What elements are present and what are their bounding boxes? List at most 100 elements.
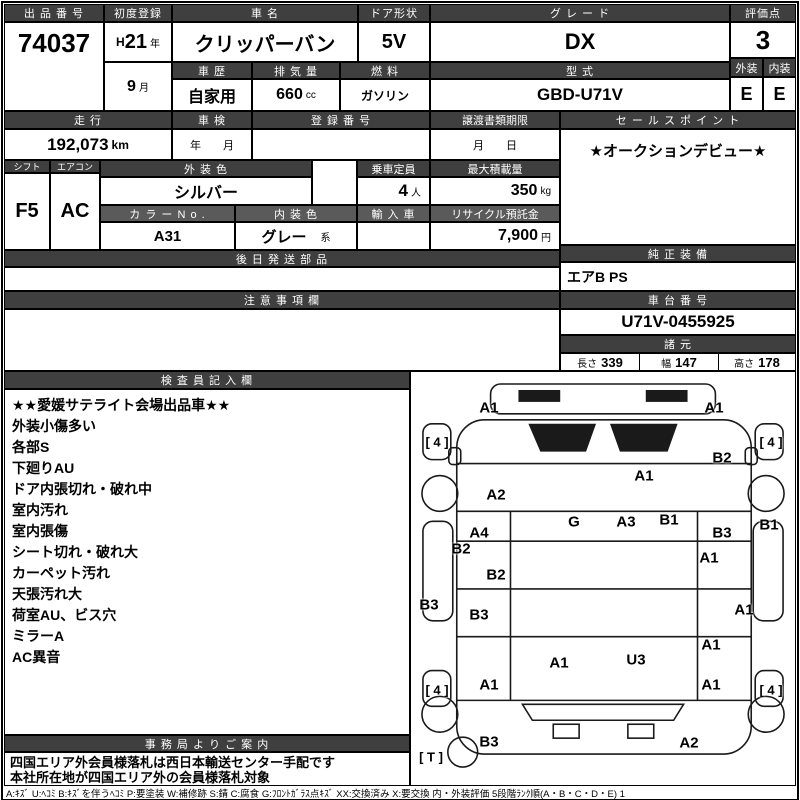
inspector-note-line: 外装小傷多い: [12, 418, 96, 434]
notes-value: [4, 309, 560, 371]
max-load-unit: kg: [540, 185, 551, 197]
dimension-width: 幅 147: [639, 353, 719, 371]
length-label: 長さ: [577, 358, 598, 370]
car-name-header: 車 名: [172, 4, 358, 22]
damage-marker: B2: [712, 449, 732, 467]
year-suffix: 年: [149, 38, 160, 50]
height-value: 178: [758, 354, 780, 370]
damage-marker: A1: [734, 601, 754, 619]
office-notice-line: 四国エリア外会員様落札は西日本輸送センター手配です: [10, 755, 336, 770]
exterior-color-header: 外 装 色: [100, 160, 312, 177]
damage-marker: A1: [549, 654, 569, 672]
damage-marker: A1: [699, 549, 719, 567]
first-registration-year: H 21 年: [104, 22, 172, 62]
mileage-unit: km: [111, 137, 129, 152]
damage-code-legend: A:ｷｽﾞ U:ﾍｺﾐ B:ｷｽﾞを伴うﾍｺﾐ P:要塗装 W:補修跡 S:錆 …: [6, 788, 625, 800]
damage-marker: B1: [759, 516, 779, 534]
first-registration-month: 9 月: [104, 62, 172, 111]
fuel-value: ガソリン: [340, 79, 430, 111]
inspector-notes-header: 検 査 員 記 入 欄: [4, 371, 410, 389]
displacement-number: 660: [276, 86, 303, 103]
recycle-fee-unit: 円: [541, 232, 551, 244]
inspector-note-line: 下廻りAU: [12, 460, 75, 476]
exterior-grade-header: 外装: [730, 58, 763, 77]
damage-marker: [ 4 ]: [759, 682, 783, 698]
interior-color-value: グレー 系: [235, 222, 357, 250]
max-load-value: 350 kg: [430, 177, 560, 205]
capacity-unit: 人: [411, 187, 421, 199]
damage-marker: A1: [704, 399, 724, 417]
sales-point-value: ★オークションデビュー★: [560, 129, 796, 245]
reg-month: 9: [127, 77, 136, 95]
inspector-note-line: 室内張傷: [12, 523, 68, 539]
dimension-height: 高さ 178: [718, 353, 796, 371]
mileage-number: 192,073: [47, 134, 109, 154]
fuel-header: 燃 料: [340, 62, 430, 79]
mileage-header: 走 行: [4, 111, 172, 129]
office-notice-line: 本社所在地が四国エリア外の会員様落札対象: [10, 770, 271, 785]
damage-marker: A1: [479, 399, 499, 417]
transfer-deadline-header: 譲渡書類期限: [430, 111, 560, 129]
registration-number-value: [252, 129, 430, 160]
interior-color-name: グレー: [261, 228, 307, 246]
notes-header: 注 意 事 項 欄: [4, 291, 560, 309]
recycle-fee-header: リサイクル預託金: [430, 205, 560, 222]
exterior-grade-value: E: [730, 77, 763, 111]
damage-marker: B2: [486, 566, 506, 584]
inspector-note-line: 天張汚れ大: [12, 586, 82, 602]
damage-marker: A1: [701, 636, 721, 654]
displacement-unit: cc: [305, 89, 316, 101]
max-load-header: 最大積載量: [430, 160, 560, 177]
inspector-note-line: AC異音: [12, 649, 61, 665]
color-no-header: カ ラ ー N o .: [100, 205, 235, 222]
damage-marker: [ 4 ]: [759, 434, 783, 450]
import-header: 輸 入 車: [357, 205, 430, 222]
aircon-value: AC: [50, 173, 100, 250]
recycle-fee-number: 7,900: [497, 227, 538, 244]
lot-number-value: 74037: [4, 22, 104, 111]
interior-grade-value: E: [763, 77, 796, 111]
later-parts-header: 後 日 発 送 部 品: [4, 250, 560, 267]
inspector-notes-body: ★★愛媛サテライト会場出品車★★ 外装小傷多い 各部S 下廻りAU ドア内張切れ…: [4, 389, 410, 735]
model-code-header: 型 式: [430, 62, 730, 79]
damage-marker: G: [568, 513, 580, 531]
damage-marker: B3: [712, 524, 732, 542]
damage-marker: [ 4 ]: [425, 434, 449, 450]
history-value: 自家用: [172, 79, 252, 111]
damage-marker: B3: [479, 733, 499, 751]
displacement-header: 排 気 量: [252, 62, 340, 79]
model-code-value: GBD-U71V: [430, 79, 730, 111]
inspector-note-line: 各部S: [12, 439, 50, 455]
damage-marker: B2: [451, 540, 471, 558]
history-header: 車 歴: [172, 62, 252, 79]
car-name-value: クリッパーバン: [172, 22, 358, 62]
inspector-note-line: ミラーA: [12, 628, 65, 644]
damage-marker: A1: [479, 676, 499, 694]
damage-marker: B3: [469, 606, 489, 624]
shift-header: シフト: [4, 160, 50, 173]
recycle-fee-value: 7,900 円: [430, 222, 560, 250]
capacity-header: 乗車定員: [357, 160, 430, 177]
mileage-value: 192,073 km: [4, 129, 172, 160]
registration-number-header: 登 録 番 号: [252, 111, 430, 129]
damage-marker: A4: [469, 524, 489, 542]
chassis-number-value: U71V-0455925: [560, 309, 796, 335]
damage-marker: B3: [419, 596, 439, 614]
capacity-number: 4: [398, 181, 408, 200]
exterior-color-value: シルバー: [100, 177, 312, 205]
chassis-number-header: 車 台 番 号: [560, 291, 796, 309]
reg-year: 21: [124, 30, 147, 53]
inspector-note-line: 荷室AU、ビス穴: [12, 607, 117, 623]
damage-marker: U3: [626, 651, 646, 669]
shift-value: F5: [4, 173, 50, 250]
inspection-value: 年 月: [172, 129, 252, 160]
lot-number-header: 出 品 番 号: [4, 4, 104, 22]
equipment-header: 純 正 装 備: [560, 245, 796, 262]
inspector-note-line: シート切れ・破れ大: [12, 544, 138, 560]
damage-marker: A1: [701, 676, 721, 694]
damage-marker: A1: [634, 467, 654, 485]
inspector-note-line: ドア内張切れ・破れ中: [12, 481, 152, 497]
